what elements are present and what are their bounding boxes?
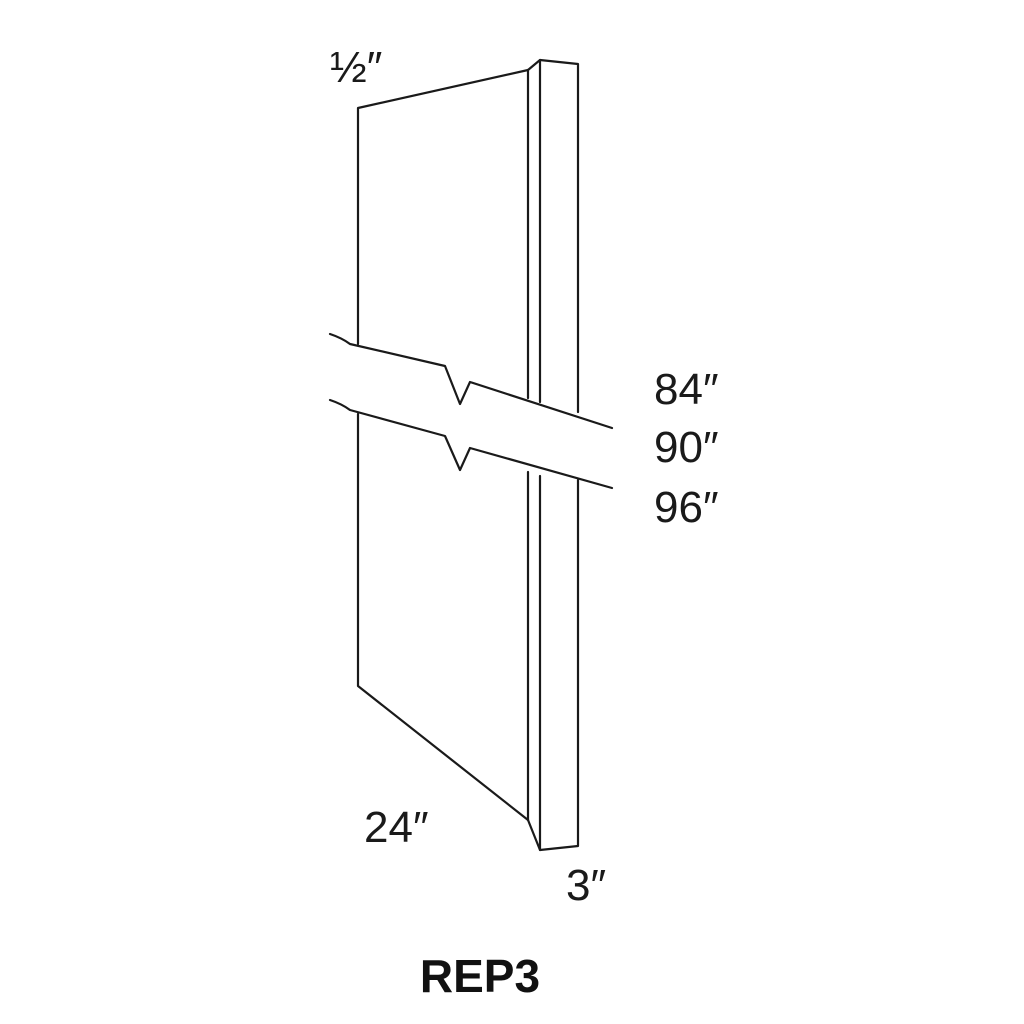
- front-strip-lower: [526, 478, 580, 852]
- panel-side-face-upper: [356, 68, 530, 346]
- face-width-label: 3″: [566, 861, 606, 910]
- height-option-2: 90″: [654, 423, 719, 472]
- break-line-lower: [328, 398, 614, 490]
- thickness-label: ½″: [330, 43, 382, 92]
- break-line-upper: [328, 332, 614, 430]
- height-option-1: 84″: [654, 365, 719, 414]
- depth-label: 24″: [364, 803, 429, 852]
- model-label: REP3: [420, 950, 540, 1002]
- front-strip-upper: [526, 58, 580, 414]
- panel-side-face-lower: [356, 412, 530, 822]
- height-option-3: 96″: [654, 483, 719, 532]
